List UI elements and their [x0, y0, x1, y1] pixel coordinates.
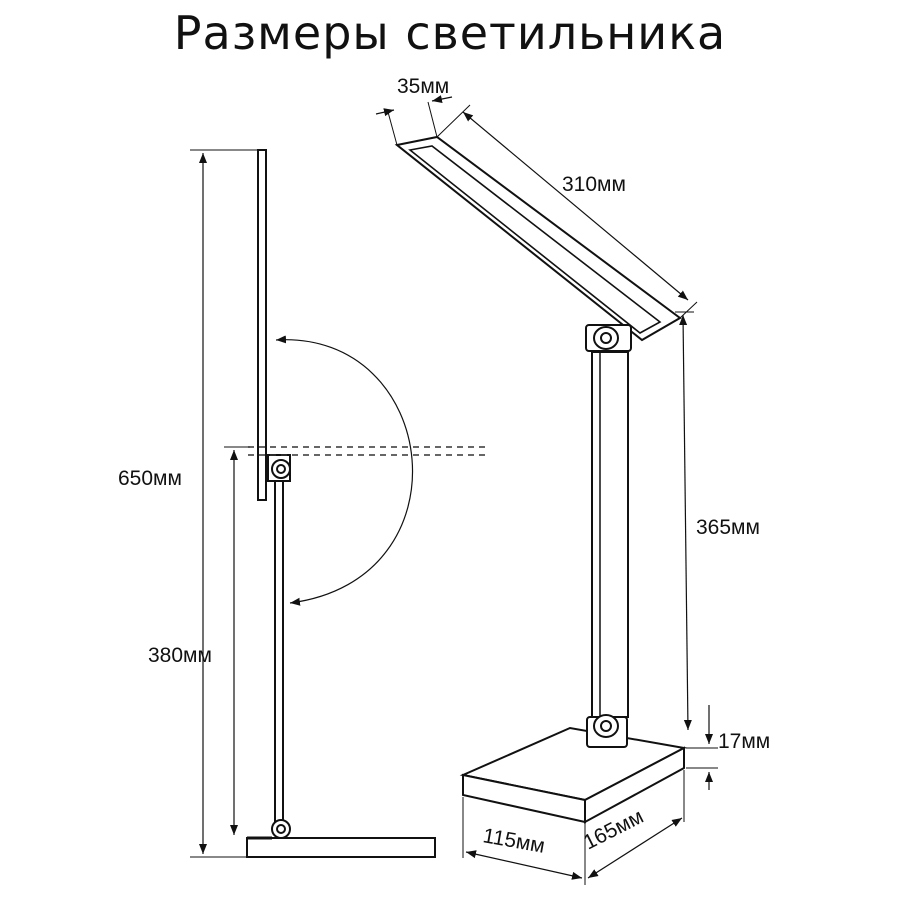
dim-base-height-label: 17мм: [718, 730, 770, 753]
dim-head-width: 35мм: [375, 75, 453, 146]
dim-head-length: 310мм: [436, 104, 698, 319]
dim-arm-height-label: 380мм: [148, 644, 212, 667]
side-head-panel: [257, 149, 267, 501]
dim-base-depth-label: 115мм: [481, 824, 546, 857]
side-base: [246, 837, 436, 858]
side-view: [246, 149, 436, 858]
dim-head-length-label: 310мм: [562, 173, 626, 196]
dim-base-depth: 115мм: [462, 797, 586, 885]
rotation-reference-lines: [248, 446, 485, 456]
lamp-column: [591, 351, 629, 718]
diagram-title: Размеры светильника: [173, 6, 727, 60]
dim-total-height-label: 650мм: [118, 467, 182, 490]
dim-head-width-label: 35мм: [397, 75, 449, 98]
dim-column-height: 365мм: [675, 311, 760, 731]
dim-total-height: 650мм: [118, 149, 258, 858]
dim-base-height: 17мм: [686, 705, 770, 790]
dim-column-height-label: 365мм: [696, 516, 760, 539]
side-arm: [274, 477, 284, 831]
dim-arm-height: 380мм: [148, 446, 250, 835]
perspective-view: [394, 135, 688, 824]
rotation-arc: [275, 335, 414, 606]
